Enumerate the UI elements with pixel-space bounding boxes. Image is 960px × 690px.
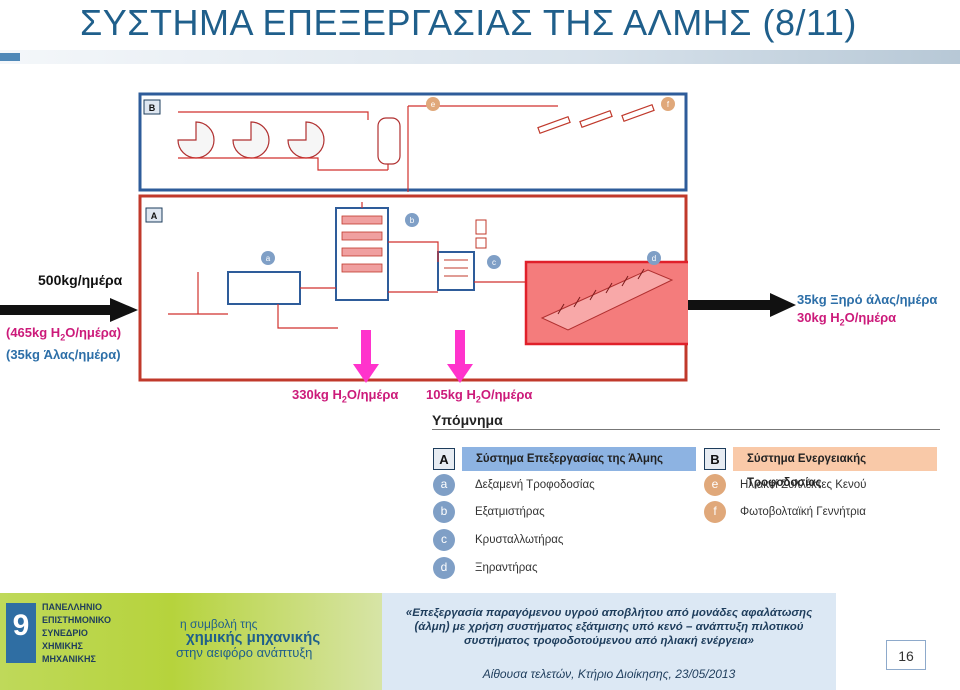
slogan-line-3: στην αειφόρο ανάπτυξη	[176, 645, 313, 660]
marker-e-circle	[426, 97, 440, 111]
evaporator-stages	[341, 215, 383, 273]
inlet-salt-label: (35kg Άλας/ημέρα)	[6, 347, 121, 362]
title-underline-bar	[0, 50, 960, 64]
section-a-marker	[145, 207, 163, 223]
conference-logo: 9	[6, 603, 36, 663]
legend-marker-b: b	[433, 501, 455, 523]
legend-group-b-heading: Σύστημα Ενεργειακής Τροφοδοσίας	[733, 447, 937, 489]
legend-group-b-letter: B	[704, 448, 726, 470]
legend-marker-d: d	[433, 557, 455, 579]
process-piping	[168, 202, 526, 329]
hot-water-tank	[377, 117, 401, 165]
marker-f-circle	[661, 97, 675, 111]
marker-a: a	[266, 254, 271, 263]
legend-marker-a: a	[433, 474, 455, 496]
marker-b: b	[410, 216, 415, 225]
legend-item-crystallizer: Κρυσταλλωτήρας	[475, 534, 564, 546]
pv-panels	[537, 103, 655, 135]
marker-a-circle	[261, 251, 275, 265]
legend-group-a-letter: A	[433, 448, 455, 470]
outlet-salt-label: 35kg Ξηρό άλας/ημέρα	[797, 292, 938, 307]
section-a-letter: A	[151, 211, 158, 221]
slide-title: ΣΥΣΤΗΜΑ ΕΠΕΞΕΡΓΑΣΙΑΣ ΤΗΣ ΑΛΜΗΣ (8/11)	[80, 2, 857, 44]
legend-divider	[432, 429, 940, 430]
auxiliary-unit-1	[475, 219, 487, 235]
venue-date: Αίθουσα τελετών, Κτήριο Διοίκησης, 23/05…	[482, 667, 736, 681]
section-b-marker	[143, 99, 161, 115]
slogan-line-1: η συμβολή της	[180, 617, 258, 631]
auxiliary-unit-2	[475, 237, 487, 249]
marker-b-circle	[405, 213, 419, 227]
marker-d-circle	[647, 251, 661, 265]
page-number: 16	[886, 640, 926, 670]
legend-marker-e: e	[704, 474, 726, 496]
legend-item-dryer: Ξηραντήρας	[475, 562, 538, 574]
org-line-3: ΣΥΝΕΔΡΙΟ	[42, 628, 88, 638]
marker-e: e	[431, 100, 436, 109]
paper-title-line-3: συστήματος τροφοδοτούμενου από ηλιακή εν…	[464, 635, 754, 647]
outlet-arrow	[688, 293, 796, 317]
legend-group-a-heading: Σύστημα Επεξεργασίας της Άλμης	[462, 447, 696, 471]
org-line-4: ΧΗΜΙΚΗΣ	[42, 641, 83, 651]
marker-f: f	[667, 100, 670, 109]
paper-info-panel: «Επεξεργασία παραγόμενου υγρού αποβλήτου…	[382, 593, 836, 690]
org-line-1: ΠΑΝΕΛΛΗΝΙΟ	[42, 602, 103, 612]
org-line-5: ΜΗΧΑΝΙΚΗΣ	[42, 654, 96, 664]
outflow-2-label: 105kg H2O/ημέρα	[426, 387, 533, 405]
legend-item-vacuum-collectors: Ηλιακοί Συλλέκτες Κενού	[740, 479, 867, 491]
marker-c-circle	[487, 255, 501, 269]
inlet-arrow	[0, 298, 138, 322]
slogan-line-2: χημικής μηχανικής	[186, 629, 321, 646]
outlet-water-label: 30kg H2O/ημέρα	[797, 310, 897, 328]
legend-item-feed-tank: Δεξαμενή Τροφοδοσίας	[475, 479, 595, 491]
legend-item-pv-generator: Φωτοβολταϊκή Γεννήτρια	[740, 506, 866, 518]
process-diagram: B e f A a b c	[138, 92, 688, 382]
vacuum-collectors	[177, 121, 325, 159]
slide-title-main: ΣΥΣΤΗΜΑ ΕΠΕΞΕΡΓΑΣΙΑΣ ΤΗΣ ΑΛΜΗΣ	[80, 2, 752, 43]
section-b-frame	[138, 92, 688, 192]
crystallizer-coil	[444, 259, 468, 277]
dryer-helix	[557, 268, 645, 315]
paper-title-line-1: «Επεξεργασία παραγόμενου υγρού αποβλήτου…	[405, 607, 813, 619]
section-b-letter: B	[149, 103, 156, 113]
inlet-water-label: (465kg H2O/ημέρα)	[6, 325, 122, 343]
slide-title-count: (8/11)	[762, 2, 857, 43]
legend-title: Υπόμνημα	[432, 412, 503, 428]
marker-c: c	[492, 258, 496, 267]
feed-tank	[227, 271, 301, 305]
legend-marker-c: c	[433, 529, 455, 551]
org-line-2: ΕΠΙΣΤΗΜΟΝΙΚΟ	[42, 615, 111, 625]
marker-d: d	[652, 254, 656, 263]
outflow-1-label: 330kg H2O/ημέρα	[292, 387, 399, 405]
inlet-flow-label: 500kg/ημέρα	[38, 272, 123, 288]
dryer-drum	[540, 269, 674, 331]
legend-item-evaporator: Εξατμιστήρας	[475, 506, 545, 518]
crystallizer	[437, 251, 475, 291]
outflow-arrow-1	[353, 330, 379, 383]
legend-marker-f: f	[704, 501, 726, 523]
slide-footer: 9 ΠΑΝΕΛΛΗΝΙΟ ΕΠΙΣΤΗΜΟΝΙΚΟ ΣΥΝΕΔΡΙΟ ΧΗΜΙΚ…	[0, 593, 960, 690]
conference-logo-panel: 9 ΠΑΝΕΛΛΗΝΙΟ ΕΠΙΣΤΗΜΟΝΙΚΟ ΣΥΝΕΔΡΙΟ ΧΗΜΙΚ…	[0, 593, 382, 690]
outflow-arrow-2	[447, 330, 473, 383]
paper-title-line-2: (άλμη) με χρήση συστήματος εξάτμισης υπό…	[414, 621, 804, 633]
